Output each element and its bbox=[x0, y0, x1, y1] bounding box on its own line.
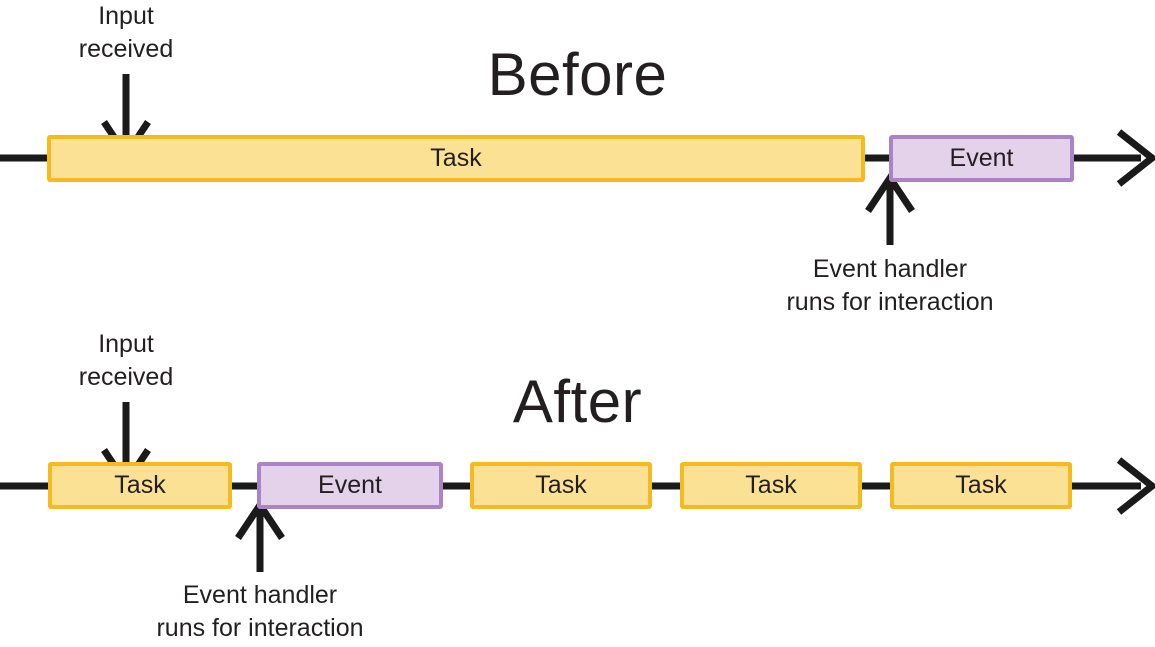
after-task-label-3: Task bbox=[745, 471, 797, 499]
after-task-block-4[interactable]: Task bbox=[890, 462, 1072, 509]
after-task-block-2[interactable]: Task bbox=[470, 462, 652, 509]
after-event-handler-line1: Event handler bbox=[182, 581, 338, 609]
after-timeline-arrowhead bbox=[1116, 457, 1155, 515]
after-task-label-4: Task bbox=[955, 471, 1007, 499]
after-task-label-1: Task bbox=[114, 471, 166, 499]
after-section-title: After bbox=[512, 368, 643, 435]
before-event-handler-line2: runs for interaction bbox=[786, 287, 994, 316]
after-task-block-3[interactable]: Task bbox=[680, 462, 862, 509]
before-event-label: Event bbox=[949, 144, 1014, 172]
after-input-received-line2: received bbox=[78, 362, 174, 391]
before-event-block[interactable]: Event bbox=[889, 135, 1074, 182]
before-input-received-line1: Input bbox=[98, 2, 154, 30]
after-input-received-label: Input received bbox=[26, 328, 226, 393]
before-event-handler-line1: Event handler bbox=[812, 255, 968, 283]
before-task-label: Task bbox=[430, 144, 482, 172]
before-input-received-line2: received bbox=[78, 34, 174, 63]
after-event-handler-line2: runs for interaction bbox=[156, 613, 364, 642]
before-section-title: Before bbox=[487, 41, 668, 108]
after-input-received-line1: Input bbox=[98, 330, 154, 358]
before-input-received-label: Input received bbox=[26, 0, 226, 65]
before-task-block[interactable]: Task bbox=[47, 135, 865, 182]
before-event-handler-label: Event handler runs for interaction bbox=[690, 253, 1090, 318]
after-task-label-2: Task bbox=[535, 471, 587, 499]
after-task-block-1[interactable]: Task bbox=[48, 462, 232, 509]
before-timeline-arrowhead bbox=[1116, 129, 1155, 187]
after-event-label: Event bbox=[318, 471, 382, 499]
after-event-block[interactable]: Event bbox=[257, 462, 443, 509]
after-event-handler-label: Event handler runs for interaction bbox=[60, 579, 460, 644]
